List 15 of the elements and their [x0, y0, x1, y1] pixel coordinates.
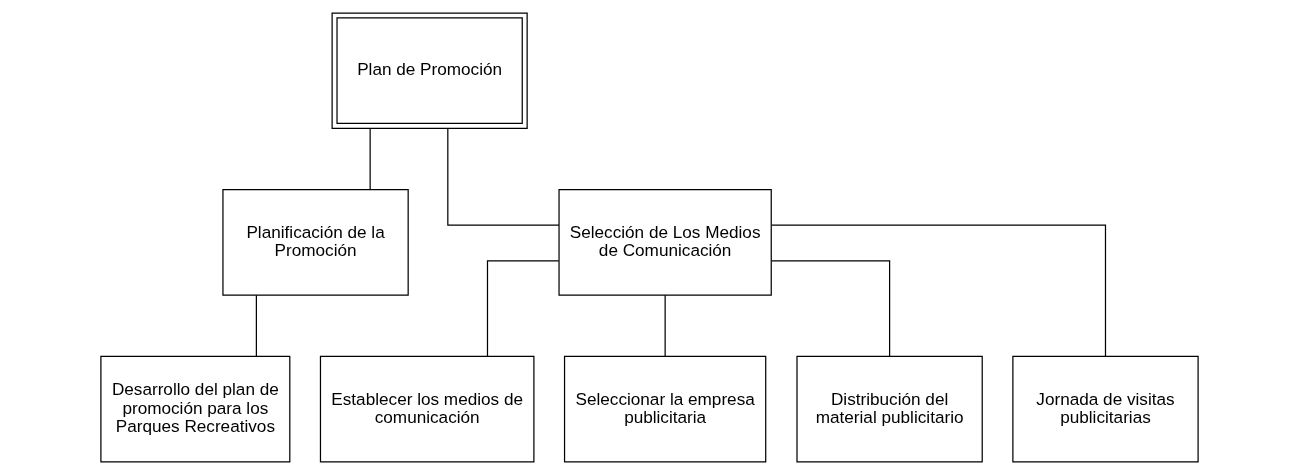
connector	[664, 294, 666, 357]
node-box: Distribución del material publicitario	[796, 355, 983, 463]
connector	[770, 260, 891, 358]
connector	[447, 128, 560, 226]
node-box: Plan de Promoción	[331, 12, 528, 129]
connector	[255, 294, 257, 357]
node-box: Establecer los medios de comunicación	[319, 355, 535, 463]
connector	[771, 224, 1107, 357]
connector	[369, 127, 371, 190]
node-box: Jornada de visitas publicitarias	[1012, 355, 1199, 463]
connector	[486, 260, 560, 358]
node-box: Planificación de la Promoción	[222, 189, 409, 296]
node-box: Seleccionar la empresa publicitaria	[563, 355, 767, 463]
node-box: Desarrollo del plan de promoción para los Parques Recreativos	[100, 355, 291, 463]
node-box: Selección de Los Medios de Comunicación	[558, 189, 772, 296]
